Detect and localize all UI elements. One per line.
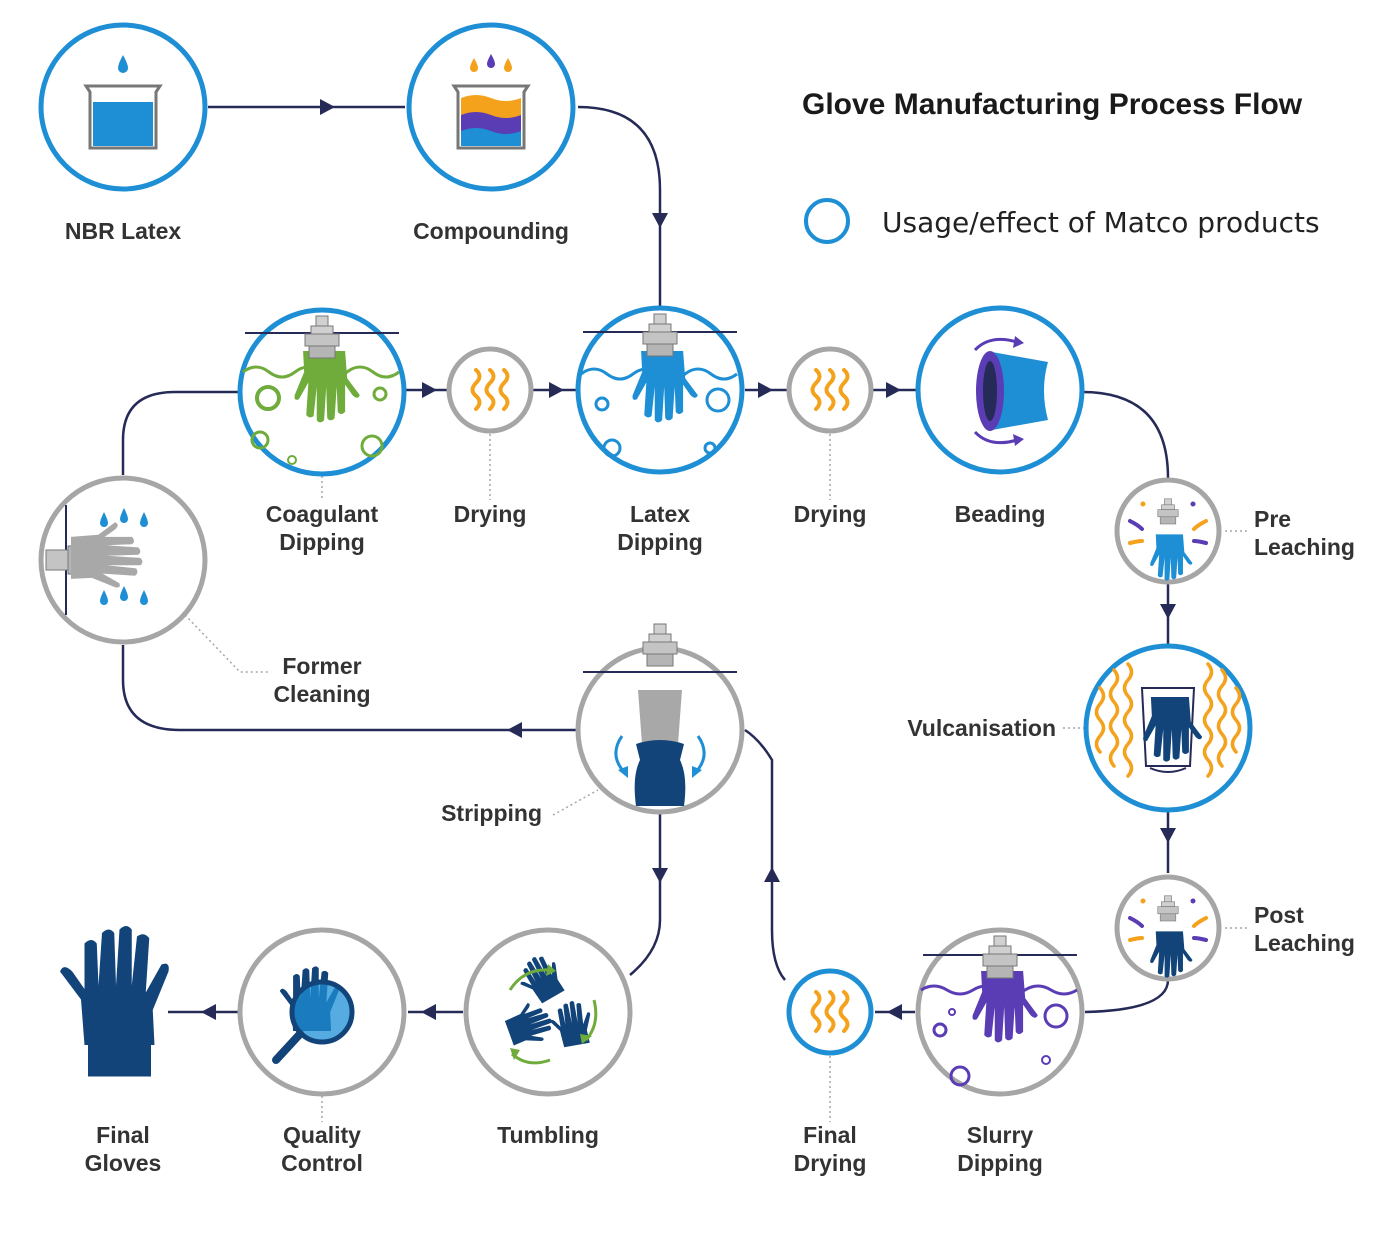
step-final-drying xyxy=(786,968,874,1056)
page-title: Glove Manufacturing Process Flow xyxy=(802,88,1303,121)
glove-heat-icon xyxy=(1094,662,1242,778)
step-beading xyxy=(915,305,1085,475)
label-drying-1: Drying xyxy=(453,501,527,527)
glove-spray-icon xyxy=(1128,498,1208,581)
label-tumbling: Tumbling xyxy=(497,1122,599,1148)
step-vulcanisation xyxy=(1083,643,1253,813)
step-slurry-dipping xyxy=(915,927,1085,1097)
beaker-icon xyxy=(83,55,163,150)
former-wash-icon xyxy=(45,505,148,615)
blue-glove-dip-icon xyxy=(580,313,738,458)
step-final-gloves xyxy=(60,926,169,1077)
label-drying-2: Drying xyxy=(793,501,867,527)
legend-label: Usage/effect of Matco products xyxy=(882,206,1320,239)
step-drying-2 xyxy=(786,346,874,434)
step-post-leaching xyxy=(1114,874,1222,982)
glove-strip-icon xyxy=(583,623,737,806)
legend-ring-icon xyxy=(804,198,850,244)
label-beading: Beading xyxy=(954,501,1046,527)
step-drying-1 xyxy=(446,346,534,434)
magnifier-glove-icon xyxy=(272,966,355,1064)
step-former-cleaning xyxy=(38,475,208,645)
step-coagulant-dipping xyxy=(237,307,407,477)
flow-arrowheads xyxy=(201,99,1176,1020)
label-leaders xyxy=(184,434,1247,1122)
purple-glove-dip-icon xyxy=(920,935,1078,1087)
step-pre-leaching xyxy=(1114,477,1222,585)
label-compounding: Compounding xyxy=(413,218,569,244)
step-tumbling xyxy=(463,927,633,1097)
label-nbr-latex: NBR Latex xyxy=(64,218,182,244)
label-vulcanisation: Vulcanisation xyxy=(907,715,1056,741)
glove-icon xyxy=(60,926,169,1077)
step-compounding xyxy=(406,22,576,192)
layered-beaker-icon xyxy=(451,54,531,150)
step-quality-control xyxy=(237,927,407,1097)
glove-spray-icon xyxy=(1128,895,1208,978)
flow-lines xyxy=(121,105,1170,1014)
cuff-roll-icon xyxy=(973,336,1048,446)
step-nbr-latex xyxy=(38,22,208,192)
step-latex-dipping xyxy=(575,305,745,475)
tumbling-gloves-icon xyxy=(501,949,598,1065)
green-glove-dip-icon xyxy=(242,315,400,465)
label-stripping: Stripping xyxy=(441,800,542,826)
step-stripping xyxy=(575,623,745,815)
